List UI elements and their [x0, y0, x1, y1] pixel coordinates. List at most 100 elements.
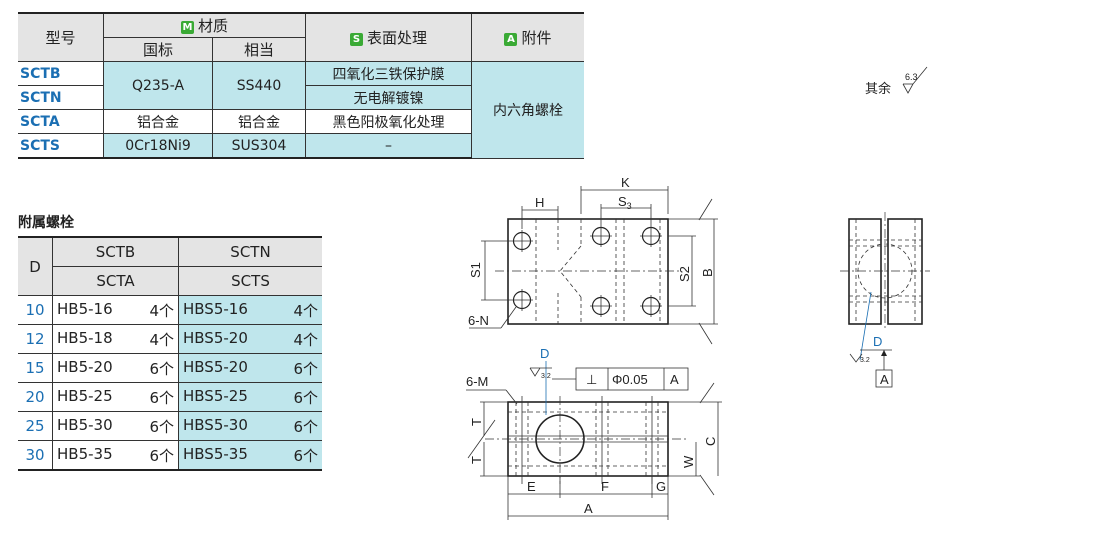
- dim-b-label: B: [700, 268, 715, 277]
- datum-a-label: A: [880, 372, 889, 387]
- bolt-spec-1: HB5-25 6个: [52, 382, 179, 412]
- dim-t-lower-label: T: [469, 456, 484, 464]
- header-equivalent: 相当: [212, 37, 306, 62]
- bolt-name: HBS5-20: [183, 357, 248, 376]
- header-scta: SCTA: [52, 266, 179, 296]
- bolt-name: HB5-35: [57, 444, 113, 463]
- bolt-count: 6个: [149, 417, 174, 436]
- surface-treatment: 四氧化三铁保护膜: [305, 61, 472, 86]
- dim-s1-label: S1: [468, 262, 483, 278]
- holes-m-label: 6-M: [466, 374, 488, 389]
- dim-a-label: A: [584, 501, 593, 516]
- header-material-label: 材质: [197, 17, 228, 35]
- perpendicularity-icon: ⊥: [586, 372, 597, 387]
- model-code: SCTA: [18, 109, 104, 134]
- dim-s3-label: S3: [618, 194, 632, 211]
- dim-h-label: H: [535, 195, 544, 210]
- surface-treatment: 无电解镀镍: [305, 85, 472, 110]
- equivalent-material: SS440: [212, 61, 306, 110]
- dim-g-label: G: [656, 479, 666, 494]
- bolt-count: 6个: [293, 388, 318, 407]
- bolt-count: 6个: [293, 359, 318, 378]
- accessory-value: 内六角螺栓: [471, 61, 584, 159]
- bolt-spec-2: HBS5-20 6个: [178, 353, 322, 383]
- diameter-d-label: D: [540, 346, 549, 361]
- top-view: K S3 H S1 S2 B 6-N: [468, 175, 718, 345]
- bolt-name: HBS5-16: [183, 299, 248, 318]
- bolt-count: 4个: [293, 301, 318, 320]
- bolt-count: 4个: [293, 330, 318, 349]
- roughness-value: 6.3: [905, 72, 918, 82]
- bolt-spec-1: HB5-30 6个: [52, 411, 179, 441]
- table-row: SCTS 0Cr18Ni9 SUS304 –: [18, 133, 584, 159]
- bolt-name: HB5-25: [57, 386, 113, 405]
- header-accessory-label: 附件: [521, 29, 552, 47]
- model-code: SCTB: [18, 61, 104, 86]
- table-row: SCTB Q235-A SS440 四氧化三铁保护膜 内六角螺栓: [18, 61, 584, 159]
- header-surface-label: 表面处理: [366, 29, 427, 47]
- roughness-symbol-icon: [849, 353, 863, 363]
- surface-badge: S: [349, 33, 363, 46]
- tolerance-value: Φ0.05: [612, 372, 648, 387]
- bolt-name: HB5-20: [57, 357, 113, 376]
- header-sctn: SCTN: [178, 236, 322, 267]
- equivalent-material: 铝合金: [212, 109, 306, 134]
- dim-e-label: E: [527, 479, 536, 494]
- bolt-count: 6个: [293, 417, 318, 436]
- diameter-d-side-label: D: [873, 334, 882, 349]
- tolerance-datum: A: [670, 372, 679, 387]
- dim-s2-label: S2: [677, 266, 692, 282]
- bolt-name: HBS5-25: [183, 386, 248, 405]
- roughness-small-label: 3.2: [541, 373, 551, 380]
- tolerance-frame: ⊥ Φ0.05 A: [575, 367, 689, 391]
- table-row: SCTA 铝合金 铝合金 黑色阳极氧化处理: [18, 109, 584, 134]
- bolt-count: 6个: [149, 388, 174, 407]
- model-code: SCTN: [18, 85, 104, 110]
- roughness-symbol-icon: [902, 66, 928, 94]
- side-view: D 3.2 A: [840, 212, 930, 388]
- header-model: 型号: [18, 12, 104, 62]
- bolt-count: 4个: [149, 301, 174, 320]
- model-code: SCTS: [18, 133, 104, 159]
- roughness-note: 其余: [865, 81, 891, 96]
- roughness-symbol-icon: [529, 367, 552, 377]
- bolt-spec-2: HBS5-25 6个: [178, 382, 322, 412]
- bolt-name: HB5-16: [57, 299, 113, 318]
- dim-t-upper-label: T: [469, 418, 484, 426]
- bolt-spec-1: HB5-16 4个: [52, 295, 179, 325]
- bolt-count: 6个: [149, 359, 174, 378]
- d-value: 25: [18, 411, 53, 441]
- bolt-spec-1: HB5-35 6个: [52, 440, 179, 471]
- front-view: 6-M D 3.2 ⊥ Φ0.05 A T T W: [466, 346, 722, 520]
- dim-k-label: K: [621, 175, 630, 190]
- equivalent-material: SUS304: [212, 133, 306, 159]
- table-row: SCTN 无电解镀镍: [18, 85, 584, 110]
- bolt-count: 6个: [293, 446, 318, 465]
- bolt-name: HBS5-35: [183, 444, 248, 463]
- bolt-name: HBS5-20: [183, 328, 248, 347]
- accessory-badge: A: [504, 33, 518, 46]
- national-material: Q235-A: [103, 61, 213, 110]
- bolt-count: 6个: [149, 446, 174, 465]
- header-d: D: [18, 236, 53, 296]
- top-view-outline: [507, 218, 669, 325]
- bolt-name: HB5-30: [57, 415, 113, 434]
- bolt-table-title: 附属螺栓: [18, 215, 74, 231]
- dim-w-label: W: [681, 455, 696, 468]
- dim-c-label: C: [703, 437, 718, 446]
- side-view-left-half: [848, 218, 882, 325]
- national-material: 0Cr18Ni9: [103, 133, 213, 159]
- bolt-name: HB5-18: [57, 328, 113, 347]
- d-value: 12: [18, 324, 53, 354]
